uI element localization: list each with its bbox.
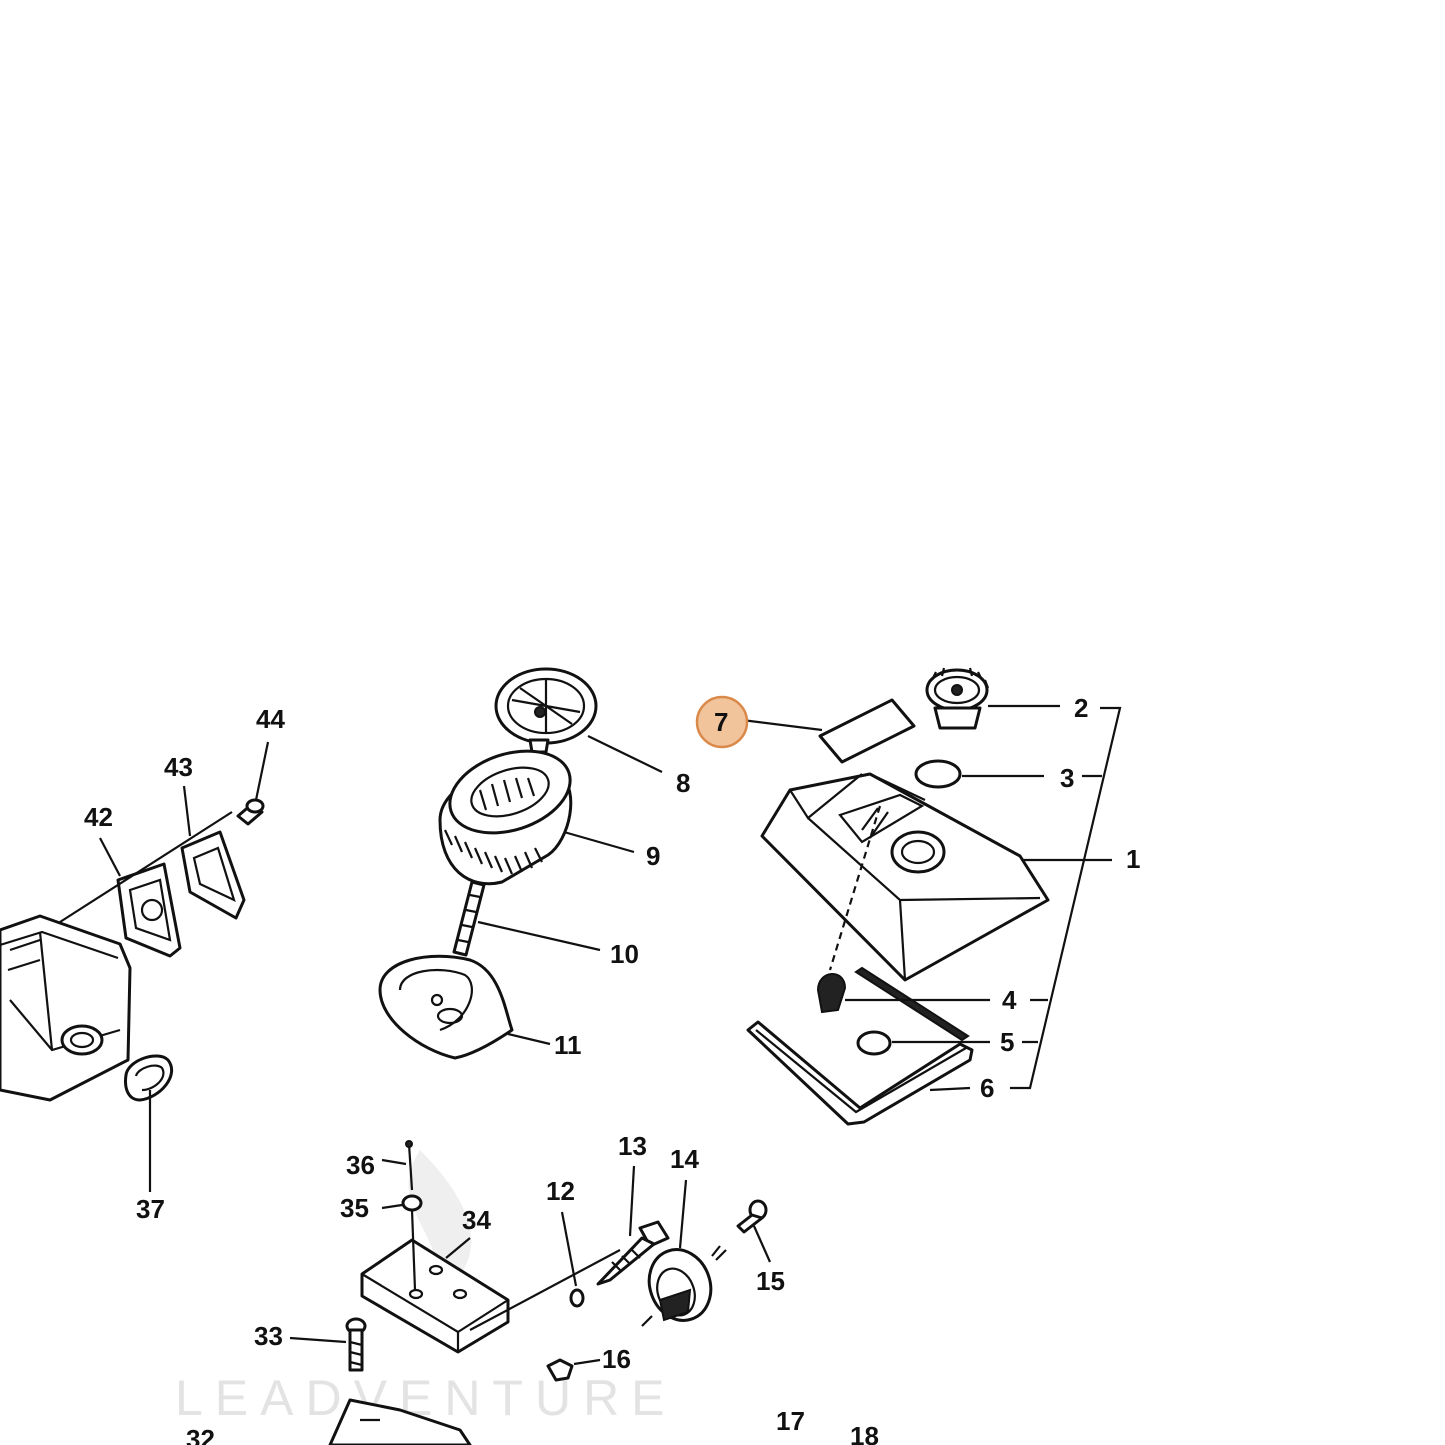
callout-7[interactable]: 7 (714, 707, 728, 737)
callout-32[interactable]: 32 (186, 1424, 215, 1445)
callout-16[interactable]: 16 (602, 1344, 631, 1374)
callout-7-highlight (695, 695, 749, 749)
callout-43[interactable]: 43 (164, 752, 193, 782)
callout-1[interactable]: 1 (1126, 844, 1140, 874)
callout-labels: 1 2 3 4 5 6 7 8 9 10 11 12 13 14 15 16 1… (84, 693, 1140, 1445)
callout-13[interactable]: 13 (618, 1131, 647, 1161)
part-10-stud[interactable] (452, 880, 486, 957)
part-15-screw[interactable] (736, 1199, 768, 1234)
part-13-screw[interactable] (596, 1220, 670, 1286)
callout-5[interactable]: 5 (1000, 1027, 1014, 1057)
callout-12[interactable]: 12 (546, 1176, 575, 1206)
muffler[interactable] (0, 914, 132, 1102)
callout-4[interactable]: 4 (1002, 985, 1017, 1015)
callout-37[interactable]: 37 (136, 1194, 165, 1224)
part-42-flange[interactable] (116, 862, 182, 958)
part-1-shroud[interactable] (760, 772, 1050, 982)
callout-11[interactable]: 11 (554, 1030, 582, 1060)
part-2-cap[interactable] (925, 667, 990, 730)
callout-8[interactable]: 8 (676, 768, 690, 798)
part-16-nut[interactable] (546, 1358, 574, 1382)
crankcase-fragment[interactable] (328, 1110, 621, 1445)
callout-14[interactable]: 14 (670, 1144, 699, 1174)
callout-18[interactable]: 18 (850, 1421, 879, 1445)
watermark-logo (408, 1150, 472, 1300)
part-8-filter-cover[interactable] (494, 667, 598, 754)
callout-3[interactable]: 3 (1060, 763, 1074, 793)
callout-9[interactable]: 9 (646, 841, 660, 871)
part-5-o-ring[interactable] (856, 1030, 892, 1056)
part-11-filter-base[interactable] (378, 954, 514, 1060)
part-6-seal[interactable] (746, 1020, 974, 1126)
callout-10[interactable]: 10 (610, 939, 639, 969)
callout-35[interactable]: 35 (340, 1193, 369, 1223)
leader-lines (59, 704, 1122, 1366)
part-9-air-filter[interactable] (438, 737, 580, 886)
part-14-rotor[interactable] (639, 1241, 727, 1329)
part-3-o-ring[interactable] (914, 759, 962, 789)
part-12-o-ring[interactable] (569, 1288, 585, 1308)
callout-15[interactable]: 15 (756, 1266, 785, 1296)
part-35-washer[interactable] (401, 1194, 423, 1212)
callout-2[interactable]: 2 (1074, 693, 1088, 723)
part-43-gasket[interactable] (180, 830, 246, 920)
part-37-gasket[interactable] (124, 1054, 174, 1102)
callout-33[interactable]: 33 (254, 1321, 283, 1351)
callout-36[interactable]: 36 (346, 1150, 375, 1180)
part-36-pin[interactable] (405, 1140, 414, 1191)
callout-34[interactable]: 34 (462, 1205, 491, 1235)
part-33-bolt[interactable] (345, 1317, 367, 1372)
callout-17[interactable]: 17 (776, 1406, 805, 1436)
callout-6[interactable]: 6 (980, 1073, 994, 1103)
part-34-block[interactable] (360, 1209, 510, 1354)
callout-42[interactable]: 42 (84, 802, 113, 832)
callout-44[interactable]: 44 (256, 704, 285, 734)
part-7-label[interactable] (818, 698, 916, 764)
part-44-screw[interactable] (236, 798, 265, 826)
part-4-grommet[interactable] (816, 966, 970, 1042)
